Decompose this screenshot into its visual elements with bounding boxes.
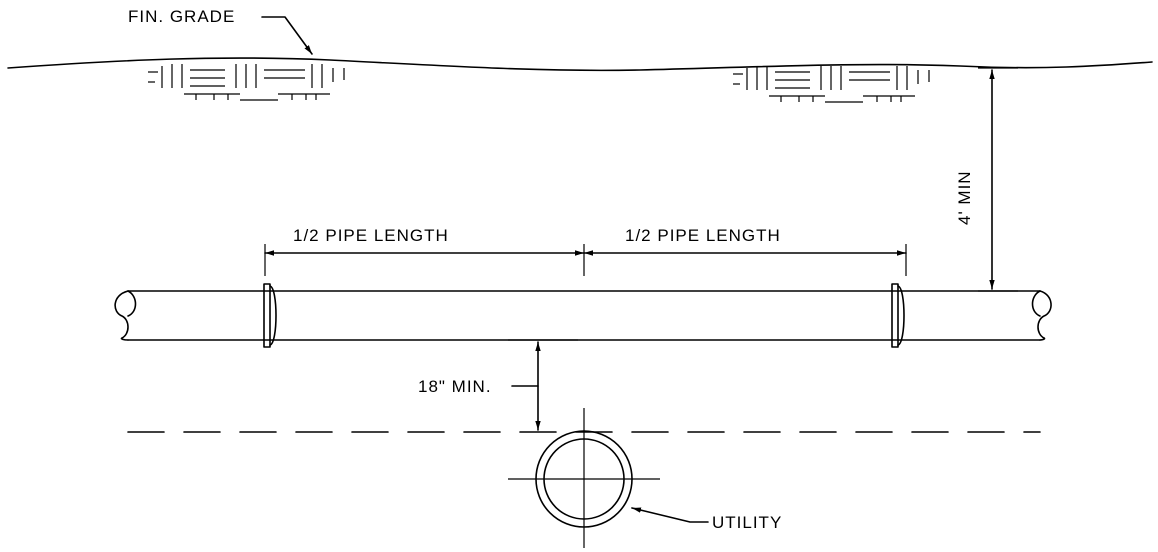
- main-pipe: [114, 290, 1052, 341]
- fin-grade-label: FIN. GRADE: [128, 7, 235, 26]
- half-pipe-label-left: 1/2 PIPE LENGTH: [293, 226, 449, 245]
- cover-dimension: [978, 67, 1018, 292]
- finished-grade-line: [7, 57, 1153, 72]
- pipe-joint-right: [891, 283, 905, 348]
- soil-hatch-left: [148, 64, 345, 101]
- utility-leader: [631, 507, 709, 523]
- half-pipe-label-right: 1/2 PIPE LENGTH: [625, 226, 781, 245]
- utility-label: UTILITY: [712, 513, 782, 532]
- soil-hatch-right: [733, 66, 930, 103]
- clearance-min-label: 18" MIN.: [418, 377, 492, 396]
- clearance-dimension: [508, 339, 578, 431]
- half-pipe-dimension: [264, 244, 907, 276]
- utility-pipe-section: [508, 408, 660, 548]
- pipe-joint-left: [263, 283, 277, 348]
- cover-min-label: 4' MIN: [955, 170, 974, 225]
- fin-grade-leader: [261, 16, 313, 55]
